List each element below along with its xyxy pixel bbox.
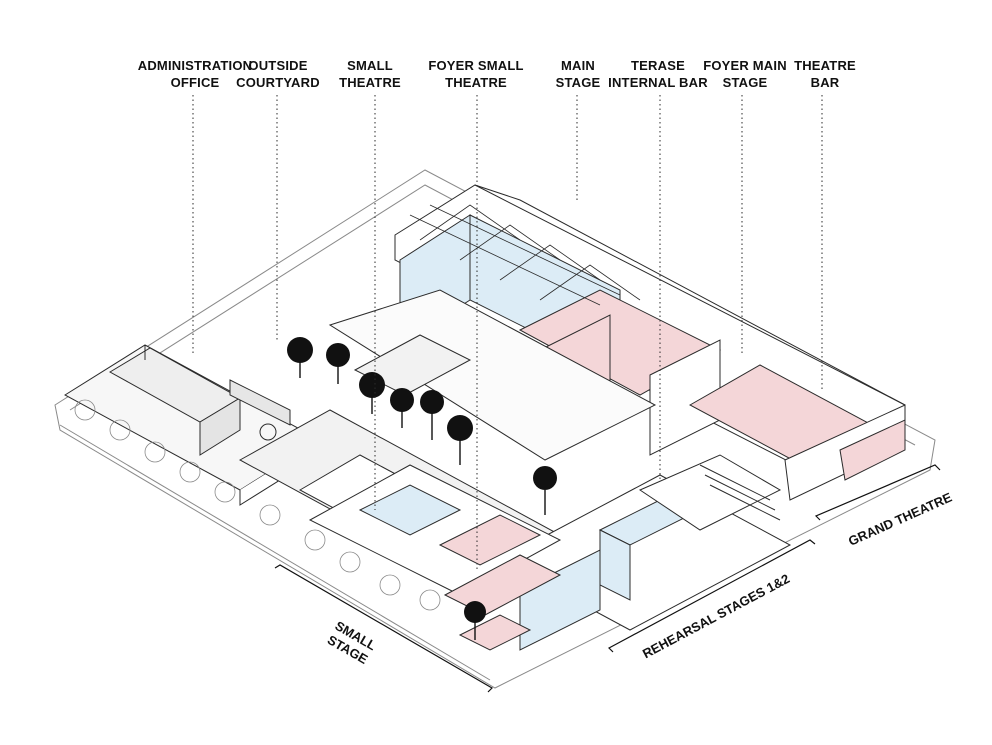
label-line: INTERNAL BAR	[608, 75, 708, 90]
main-stage-complex	[394, 184, 906, 501]
label-line: THEATRE	[445, 75, 507, 90]
label-line: ADMINISTRATION	[137, 58, 253, 73]
street-trees	[74, 399, 441, 611]
label-line: BAR	[810, 75, 840, 90]
label-line: THEATRE	[794, 58, 856, 73]
label-line: THEATRE	[339, 75, 401, 90]
rehearsal-stages	[498, 454, 792, 651]
label-terase-internal-bar: TERASE INTERNAL BAR	[606, 57, 710, 91]
label-foyer-small-theatre: FOYER SMALL THEATRE	[420, 57, 532, 91]
label-line: FOYER SMALL	[428, 58, 524, 73]
label-main-stage: MAIN STAGE	[548, 57, 608, 91]
label-line: COURTYARD	[236, 75, 320, 90]
courtyard-trees	[287, 337, 557, 623]
label-line: OFFICE	[170, 75, 220, 90]
label-line: FOYER MAIN	[703, 58, 787, 73]
label-line: STAGE	[722, 75, 768, 90]
label-outside-courtyard: OUTSIDE COURTYARD	[228, 57, 328, 91]
tree-trunks	[299, 362, 546, 640]
leader-lines	[192, 95, 823, 570]
label-theatre-bar: THEATRE BAR	[790, 57, 860, 91]
small-stage-building	[308, 464, 562, 651]
label-line: TERASE	[631, 58, 685, 73]
label-line: MAIN	[560, 58, 596, 73]
label-line: SMALL	[347, 58, 393, 73]
label-administration-office: ADMINISTRATION OFFICE	[125, 57, 265, 91]
label-line: STAGE	[555, 75, 601, 90]
label-small-theatre: SMALL THEATRE	[330, 57, 410, 91]
label-line: OUTSIDE	[248, 58, 308, 73]
label-brackets	[274, 464, 941, 693]
label-foyer-main-stage: FOYER MAIN STAGE	[700, 57, 790, 91]
